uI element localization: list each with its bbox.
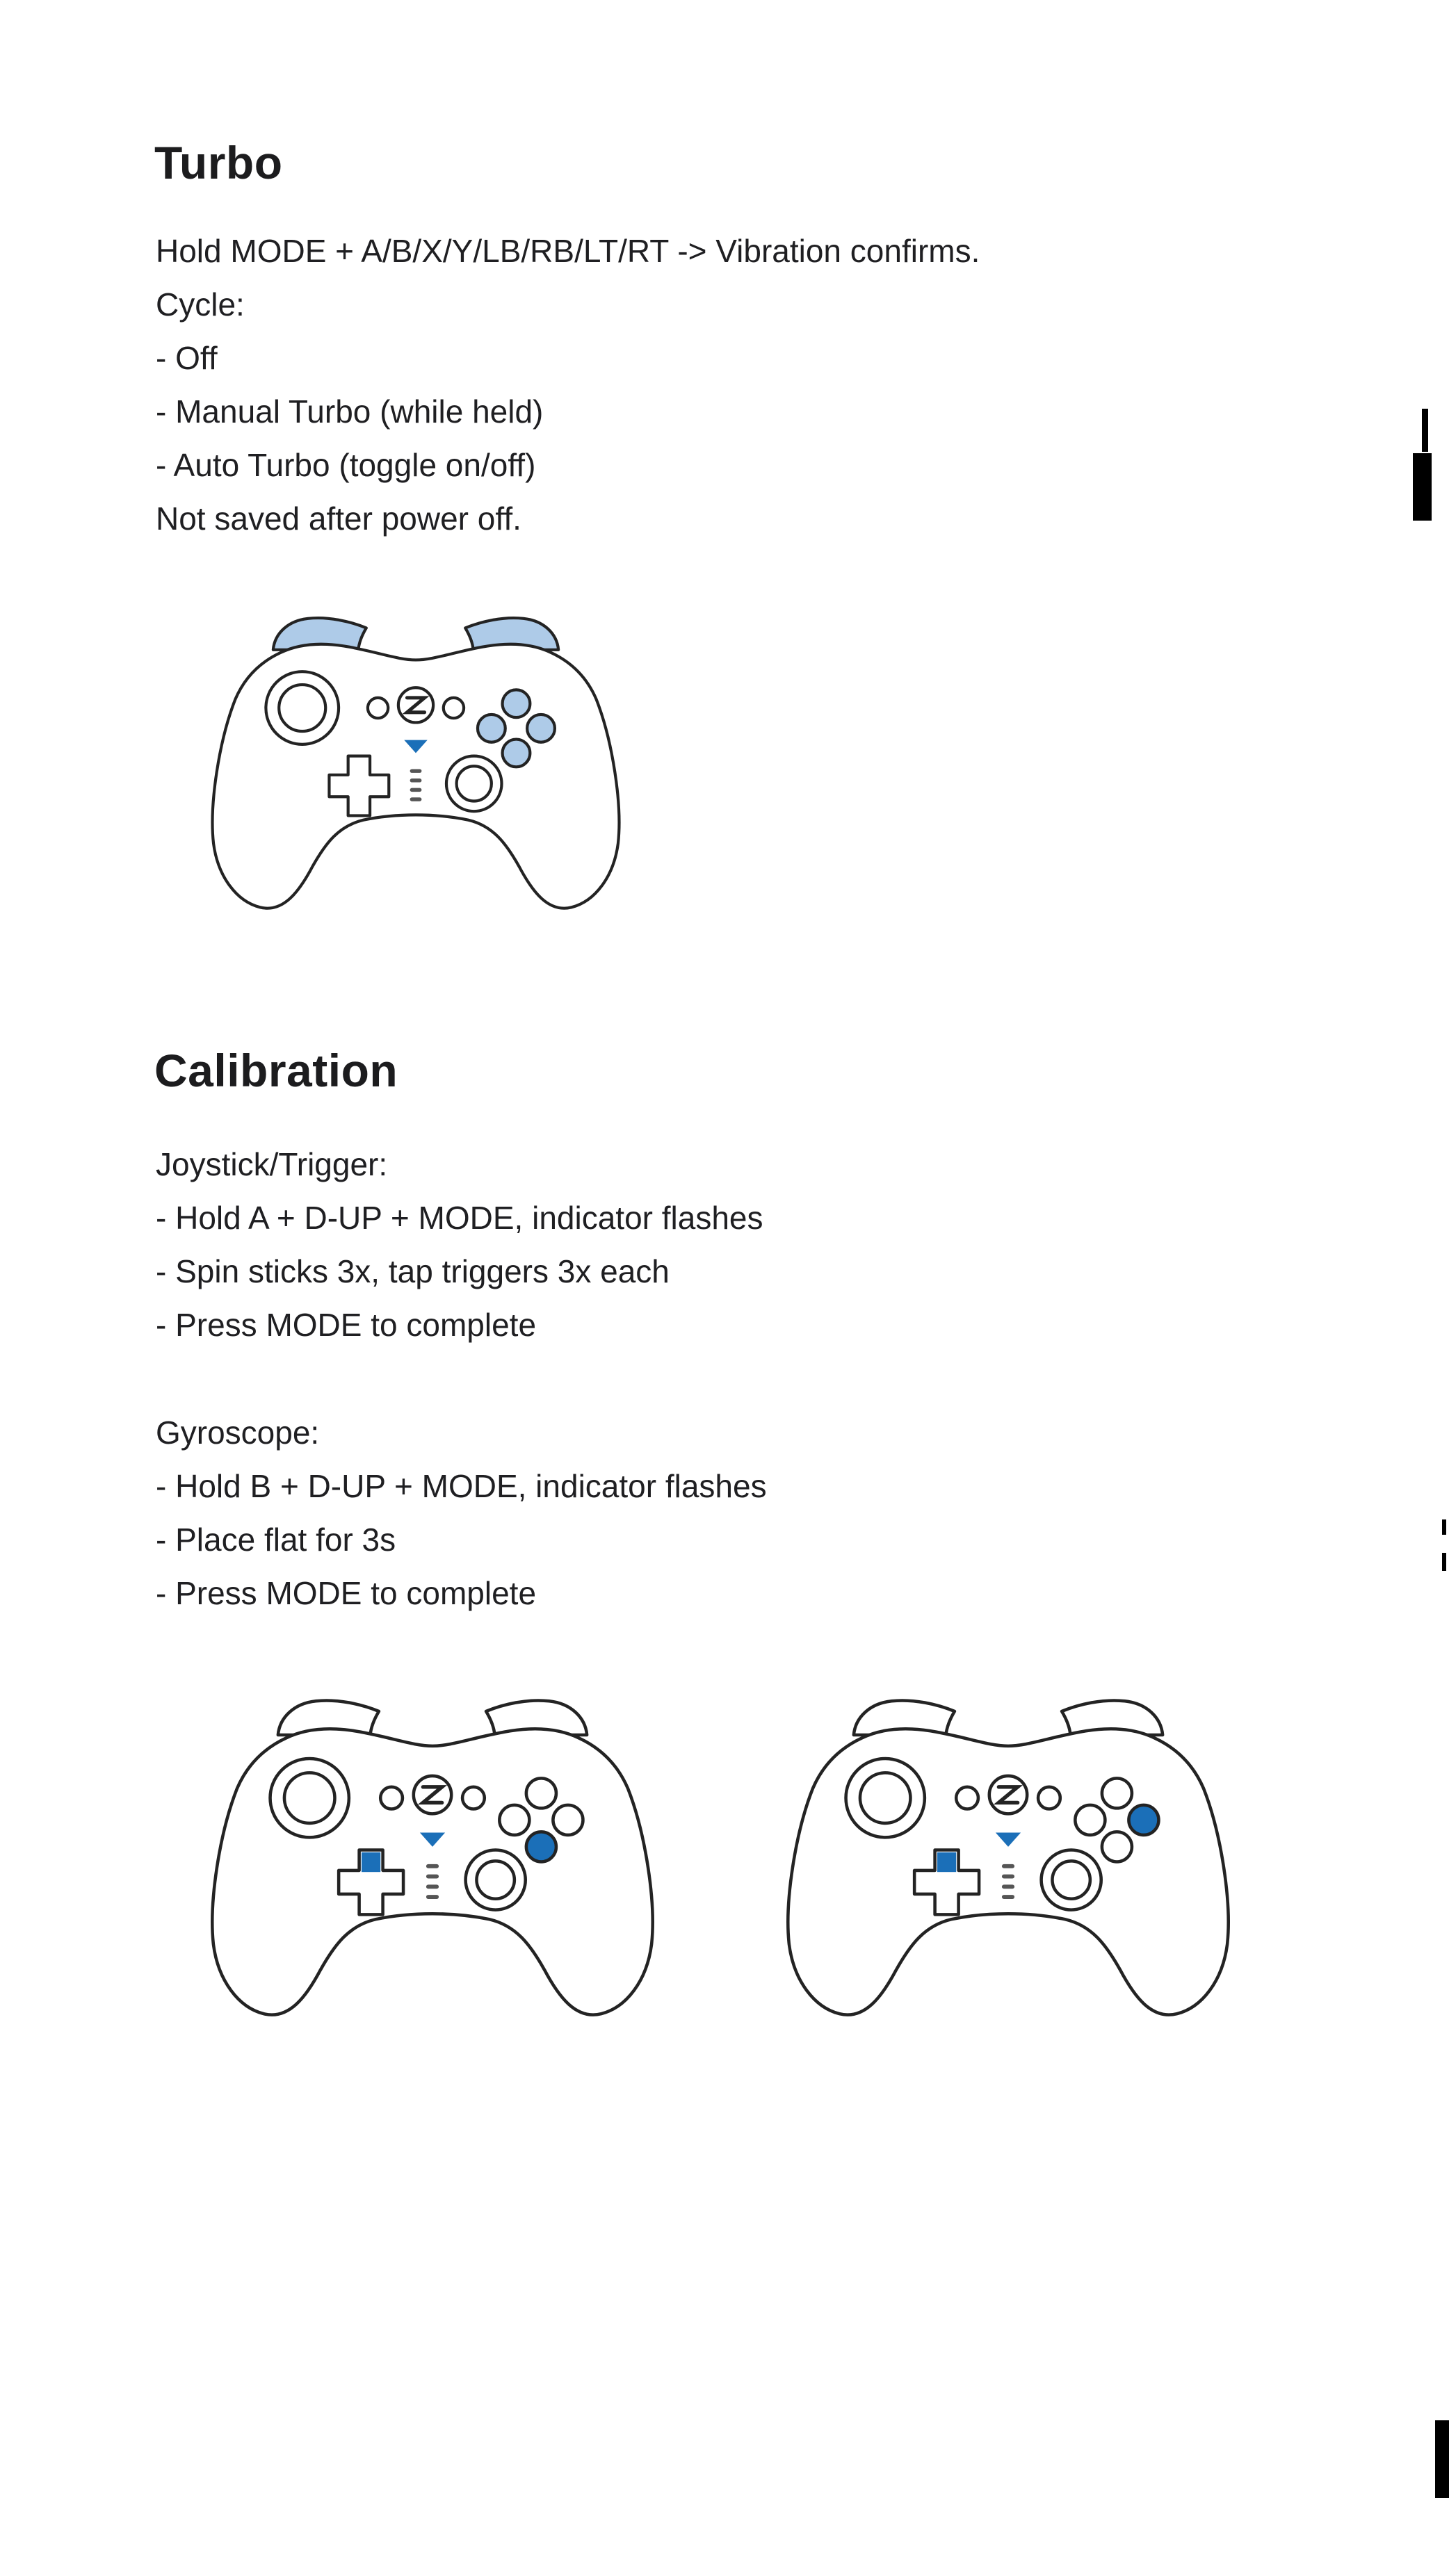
- controller-diagram-gyroscope-calibration: [772, 1688, 1245, 2028]
- view-button: [366, 696, 390, 720]
- right-stick-inner: [455, 765, 493, 803]
- x-button: [498, 1803, 531, 1837]
- left-stick-inner: [282, 1771, 337, 1825]
- b-button: [526, 712, 557, 744]
- clipped-next-section-text: - TWIN MODE ---- TURBO --------: [314, 2550, 802, 2576]
- controller-diagram-turbo: [197, 606, 634, 920]
- calibration-section-title: Calibration: [154, 1045, 398, 1096]
- controller-illustration: [786, 1699, 1230, 2016]
- a-button: [501, 737, 532, 769]
- scan-artifact: [1413, 453, 1432, 521]
- left-bumper-icon: [276, 1699, 381, 1737]
- left-stick-inner: [858, 1771, 912, 1825]
- right-bumper-icon: [1060, 1699, 1165, 1737]
- y-button: [501, 688, 532, 719]
- turbo-instructions: Hold MODE + A/B/X/Y/LB/RB/LT/RT -> Vibra…: [156, 225, 980, 546]
- x-button: [1074, 1803, 1107, 1837]
- dpad-up-highlight: [350, 758, 368, 776]
- menu-button: [442, 696, 466, 720]
- text-line: - Spin sticks 3x, tap triggers 3x each: [156, 1253, 670, 1289]
- controller-illustration: [211, 1699, 654, 2016]
- text-line: - Press MODE to complete: [156, 1575, 537, 1611]
- controller-illustration: [211, 617, 621, 910]
- a-button: [524, 1830, 558, 1864]
- text-line: - Auto Turbo (toggle on/off): [156, 447, 536, 483]
- scan-artifact: [1442, 1553, 1446, 1571]
- b-button: [551, 1803, 585, 1837]
- joystick-calibration-instructions: Joystick/Trigger: - Hold A + D-UP + MODE…: [156, 1138, 763, 1352]
- dpad-up-highlight: [362, 1852, 381, 1873]
- dpad: [327, 754, 391, 817]
- text-line: Cycle:: [156, 286, 245, 323]
- text-line: Gyroscope:: [156, 1415, 320, 1451]
- dpad: [912, 1848, 981, 1916]
- gyroscope-calibration-instructions: Gyroscope: - Hold B + D-UP + MODE, indic…: [156, 1406, 767, 1620]
- text-line: Hold MODE + A/B/X/Y/LB/RB/LT/RT -> Vibra…: [156, 233, 980, 269]
- text-line: Not saved after power off.: [156, 500, 521, 537]
- right-bumper-icon: [464, 617, 560, 651]
- text-line: - Press MODE to complete: [156, 1307, 537, 1343]
- left-bumper-icon: [271, 617, 368, 651]
- mode-indicator-triangle: [419, 1832, 446, 1847]
- menu-button: [460, 1785, 487, 1811]
- mode-indicator-triangle: [995, 1832, 1021, 1847]
- menu-button: [1036, 1785, 1062, 1811]
- led-indicators: [1001, 1864, 1015, 1899]
- scan-artifact: [1435, 2420, 1449, 2498]
- scan-artifact: [1422, 409, 1428, 452]
- turbo-section-title: Turbo: [154, 137, 283, 188]
- b-button: [1127, 1803, 1160, 1837]
- y-button: [1100, 1777, 1134, 1810]
- text-line: - Place flat for 3s: [156, 1522, 396, 1558]
- dpad: [337, 1848, 405, 1916]
- text-line: - Hold B + D-UP + MODE, indicator flashe…: [156, 1468, 767, 1504]
- brand-logo-icon: [417, 1785, 448, 1805]
- view-button: [378, 1785, 405, 1811]
- brand-logo-icon: [993, 1785, 1023, 1805]
- text-line: - Manual Turbo (while held): [156, 393, 544, 430]
- y-button: [524, 1777, 558, 1810]
- dpad-up-highlight: [937, 1852, 957, 1873]
- text-line: - Hold A + D-UP + MODE, indicator flashe…: [156, 1200, 763, 1236]
- right-bumper-icon: [484, 1699, 589, 1737]
- led-indicators: [410, 769, 422, 801]
- view-button: [954, 1785, 980, 1811]
- text-line: - Off: [156, 340, 218, 376]
- controller-diagram-joystick-calibration: [196, 1688, 669, 2028]
- scan-artifact: [1442, 1519, 1446, 1535]
- left-stick-inner: [277, 683, 327, 733]
- led-indicators: [426, 1864, 439, 1899]
- left-bumper-icon: [852, 1699, 957, 1737]
- x-button: [476, 712, 507, 744]
- mode-indicator-triangle: [404, 740, 428, 753]
- right-stick-inner: [1051, 1859, 1092, 1900]
- text-line: Joystick/Trigger:: [156, 1146, 388, 1182]
- right-stick-inner: [475, 1859, 517, 1900]
- a-button: [1100, 1830, 1134, 1864]
- brand-logo-icon: [402, 696, 430, 715]
